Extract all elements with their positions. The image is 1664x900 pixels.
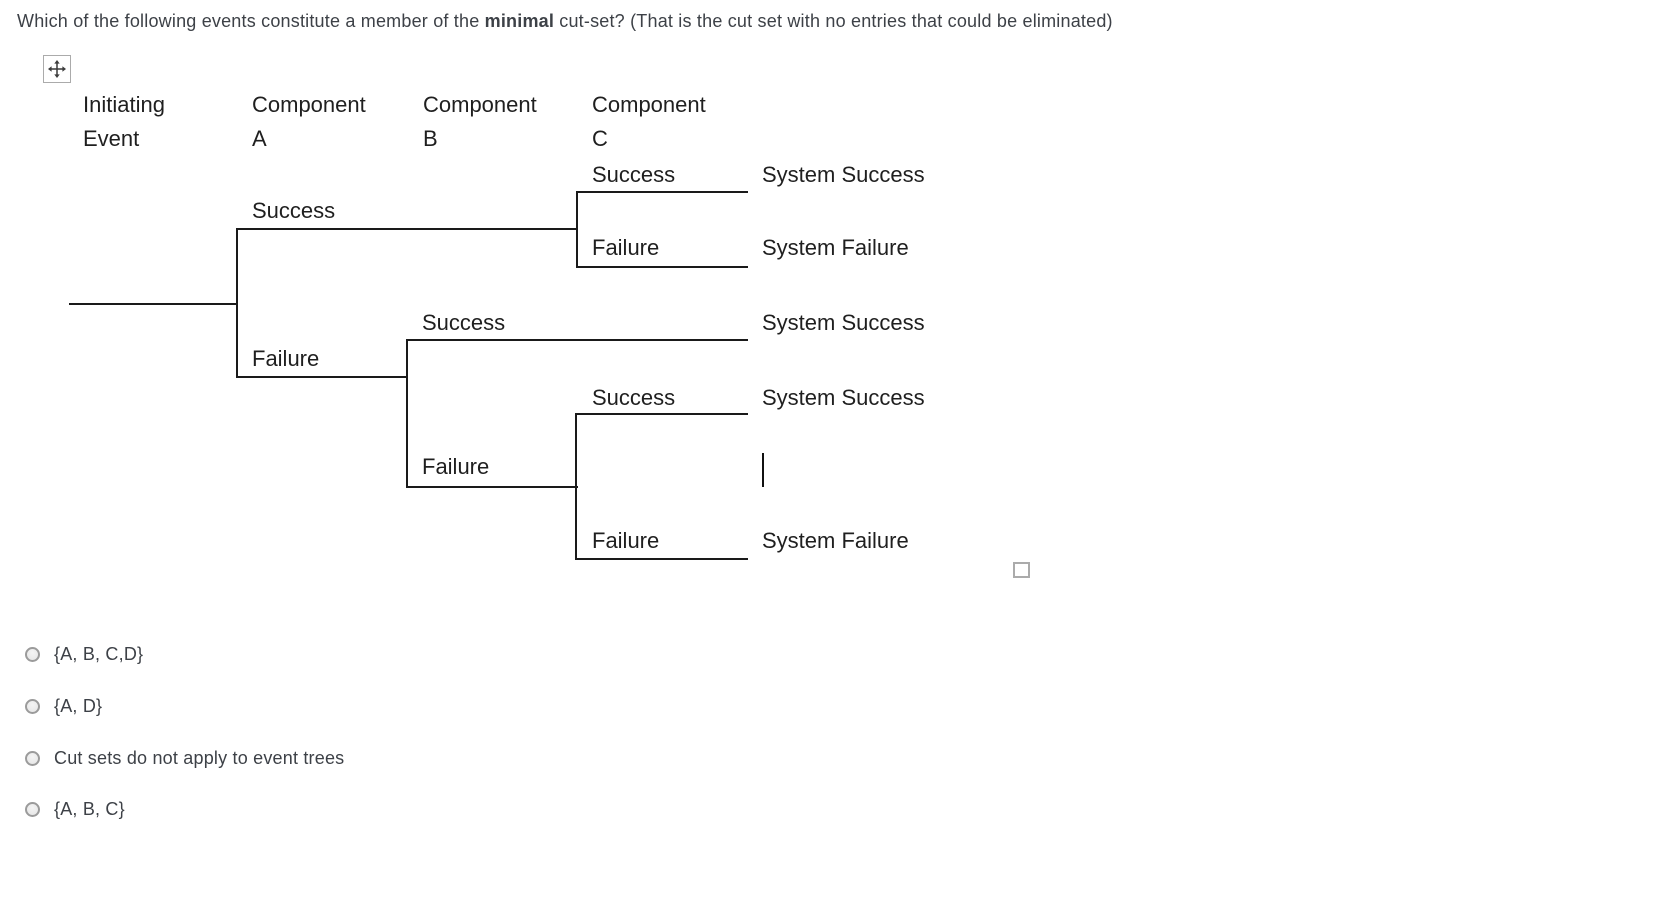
- b-failure-branch-line: [406, 486, 578, 488]
- column-header-line1: Component: [592, 92, 706, 117]
- radio-button[interactable]: [25, 802, 40, 817]
- radio-button[interactable]: [25, 699, 40, 714]
- column-header-line1: Initiating: [83, 92, 165, 117]
- branch-label-a-success: Success: [252, 198, 336, 223]
- branch-label-c-top-failure: Failure: [592, 235, 660, 260]
- column-header-line1: Component: [252, 92, 366, 117]
- branch-label-c-top-success: Success: [592, 162, 676, 187]
- column-header-line2: A: [252, 126, 267, 151]
- checkbox-unchecked-icon[interactable]: [1013, 562, 1030, 578]
- c-top-branch-vertical: [576, 191, 578, 268]
- branch-label-a-failure: Failure: [252, 346, 320, 371]
- text-cursor[interactable]: [762, 453, 764, 487]
- column-header-component-a: Component A: [252, 88, 366, 156]
- diagram-drag-handle[interactable]: [43, 55, 71, 83]
- move-icon: [48, 60, 66, 78]
- c-bottom-success-branch-line: [575, 413, 748, 415]
- outcome-label-system-success-2: System Success: [762, 310, 925, 335]
- branch-label-c-bottom-failure: Failure: [592, 528, 660, 553]
- c-top-failure-branch-line: [576, 266, 748, 268]
- c-bottom-branch-vertical: [575, 413, 577, 560]
- answer-option-2[interactable]: {A, D}: [25, 696, 102, 717]
- b-success-branch-line: [406, 339, 748, 341]
- outcome-label-system-success-1: System Success: [762, 162, 925, 187]
- answer-option-4[interactable]: {A, B, C}: [25, 799, 125, 820]
- answer-option-1[interactable]: {A, B, C,D}: [25, 644, 143, 665]
- column-header-line2: Event: [83, 126, 140, 151]
- c-top-success-branch-line: [576, 191, 748, 193]
- outcome-label-system-failure-1: System Failure: [762, 235, 909, 260]
- column-header-line1: Component: [423, 92, 537, 117]
- answer-option-3[interactable]: Cut sets do not apply to event trees: [25, 748, 344, 769]
- option-label: {A, D}: [54, 696, 103, 716]
- column-header-initiating-event: Initiating Event: [83, 88, 165, 156]
- component-a-branch-vertical: [236, 228, 238, 378]
- column-header-line2: C: [592, 126, 608, 151]
- option-label: {A, B, C,D}: [54, 644, 144, 664]
- option-label: {A, B, C}: [54, 799, 125, 819]
- question-suffix: cut-set? (That is the cut set with no en…: [554, 11, 1113, 31]
- outcome-label-system-failure-2: System Failure: [762, 528, 909, 553]
- option-label: Cut sets do not apply to event trees: [54, 748, 345, 768]
- a-failure-branch-line: [236, 376, 408, 378]
- radio-button[interactable]: [25, 647, 40, 662]
- initiating-event-line: [69, 303, 238, 305]
- component-b-branch-vertical: [406, 339, 408, 488]
- outcome-label-system-success-3: System Success: [762, 385, 925, 410]
- radio-button[interactable]: [25, 751, 40, 766]
- branch-label-c-bottom-success: Success: [592, 385, 676, 410]
- a-success-branch-line: [236, 228, 578, 230]
- question-bold-word: minimal: [484, 11, 555, 31]
- column-header-line2: B: [423, 126, 438, 151]
- column-header-component-c: Component C: [592, 88, 706, 156]
- question-prefix: Which of the following events constitute…: [17, 11, 485, 31]
- question-text: Which of the following events constitute…: [17, 11, 1113, 32]
- column-header-component-b: Component B: [423, 88, 537, 156]
- branch-label-b-success: Success: [422, 310, 506, 335]
- branch-label-b-failure: Failure: [422, 454, 490, 479]
- c-bottom-failure-branch-line: [575, 558, 748, 560]
